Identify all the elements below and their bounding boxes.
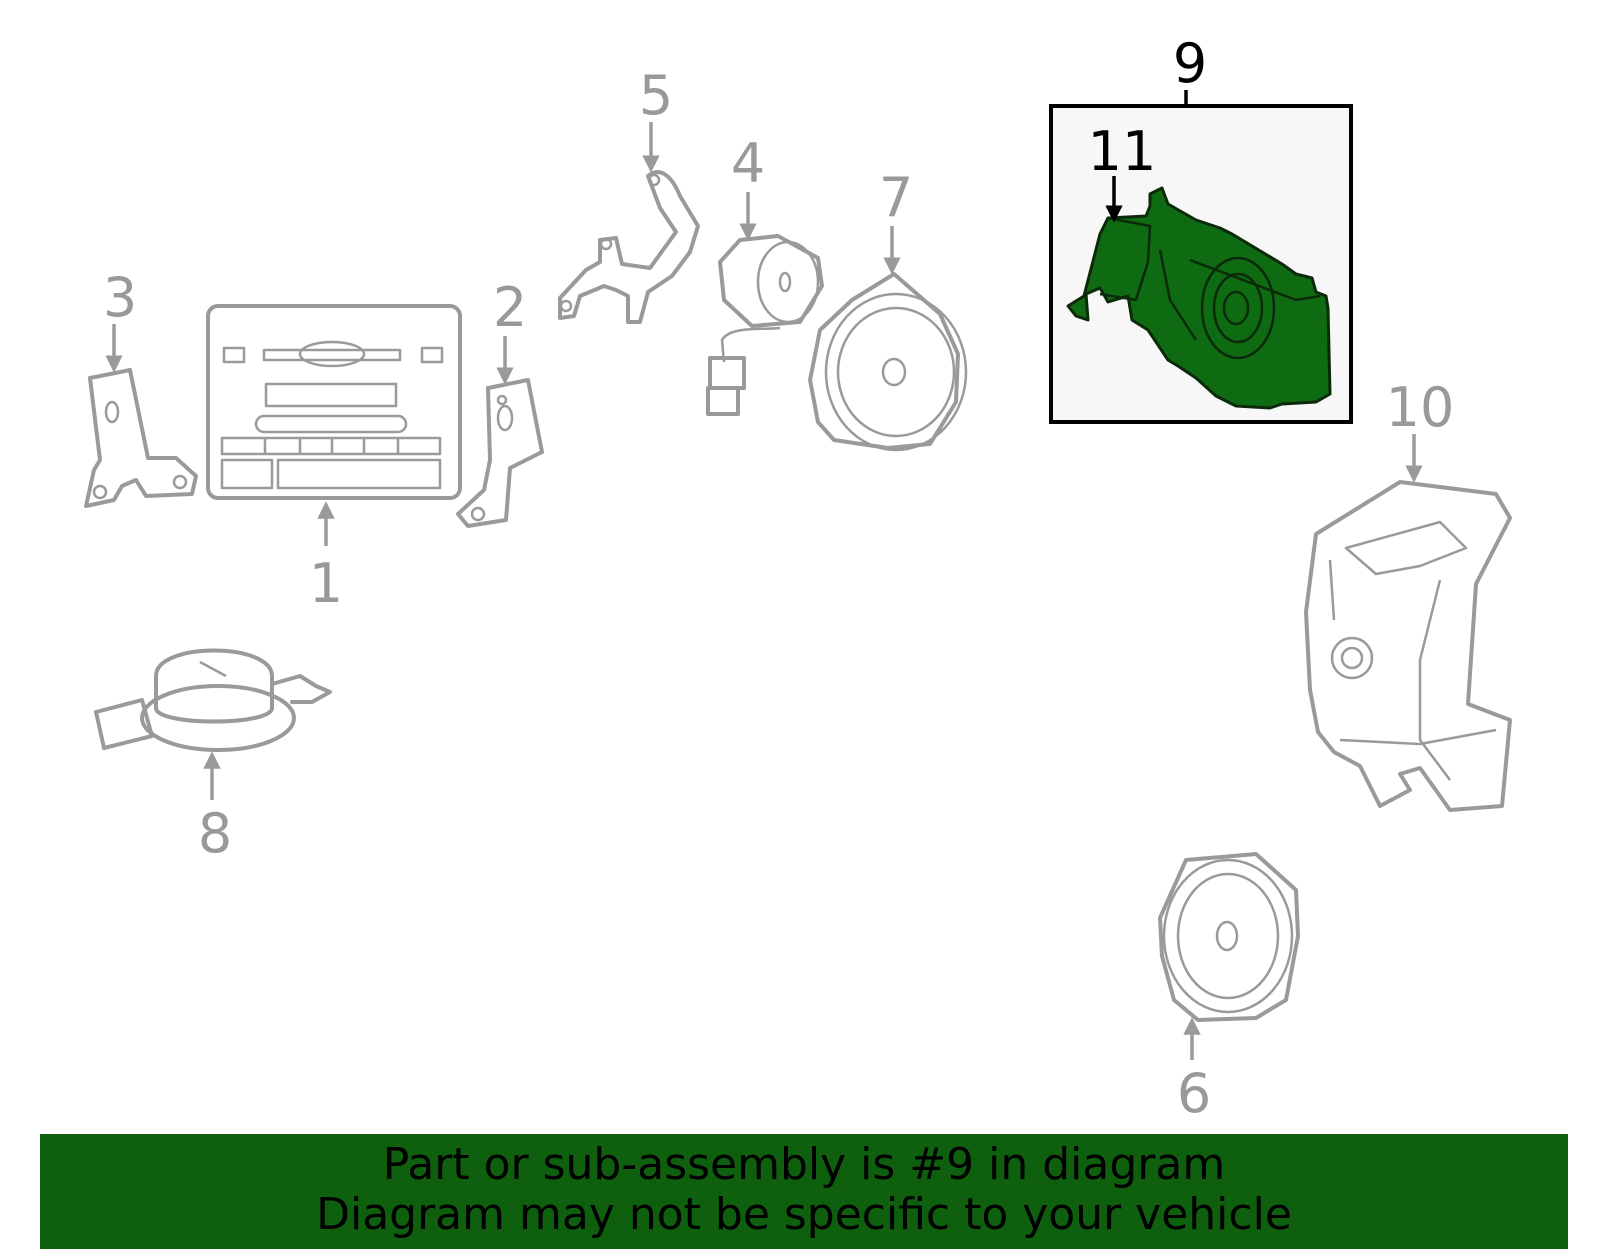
left-mounting-bracket[interactable] <box>84 368 198 508</box>
speaker-bracket[interactable] <box>558 170 700 324</box>
horn-speaker[interactable] <box>94 648 332 752</box>
footer-note-disclaimer: Diagram may not be specific to your vehi… <box>316 1189 1292 1240</box>
callout-10[interactable]: 10 <box>1386 376 1455 439</box>
right-mounting-bracket[interactable] <box>456 378 544 528</box>
callout-7[interactable]: 7 <box>879 166 913 229</box>
footer-banner: Part or sub-assembly is #9 in diagram Di… <box>40 1134 1568 1249</box>
callout-4[interactable]: 4 <box>731 132 765 195</box>
callout-8[interactable]: 8 <box>198 802 232 865</box>
callout-1[interactable]: 1 <box>309 552 343 615</box>
callout-11[interactable]: 11 <box>1088 120 1157 183</box>
callout-6[interactable]: 6 <box>1177 1062 1211 1125</box>
callout-2[interactable]: 2 <box>493 276 527 339</box>
callout-3[interactable]: 3 <box>103 266 137 329</box>
highlighted-subwoofer-assembly[interactable] <box>1066 186 1332 410</box>
footer-note-part: Part or sub-assembly is #9 in diagram <box>382 1139 1226 1190</box>
inset-box-part-9[interactable] <box>1049 104 1353 424</box>
callout-5[interactable]: 5 <box>639 64 673 127</box>
callout-9[interactable]: 9 <box>1173 32 1207 95</box>
door-speaker-rear[interactable] <box>1158 852 1300 1022</box>
radio-head-unit[interactable] <box>206 304 462 500</box>
subwoofer-enclosure[interactable] <box>1304 480 1512 812</box>
tweeter-speaker[interactable] <box>706 234 824 416</box>
door-speaker-front[interactable] <box>808 272 968 452</box>
